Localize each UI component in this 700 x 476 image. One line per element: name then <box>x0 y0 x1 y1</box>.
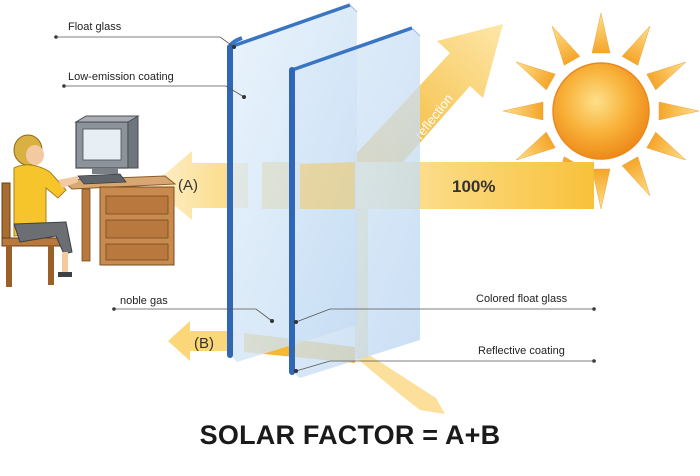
callout-float-glass: Float glass <box>54 21 236 49</box>
sun-icon <box>502 12 700 210</box>
callout-noble-gas: noble gas <box>112 295 274 323</box>
callout-colored-float-glass: Colored float glass <box>294 293 596 324</box>
float-glass-label: Float glass <box>68 21 122 33</box>
emitted-b-label: (B) <box>194 335 214 352</box>
noble-gas-label: noble gas <box>120 295 168 307</box>
colored-float-glass-label: Colored float glass <box>476 293 568 305</box>
person-at-computer-icon <box>1 115 177 287</box>
transmitted-a-label: (A) <box>178 177 198 194</box>
solar-factor-formula: SOLAR FACTOR = A+B <box>199 420 501 450</box>
callout-reflective-coating: Reflective coating <box>294 345 596 373</box>
colored-float-glass-pane <box>289 26 421 378</box>
transmitted-arrow-a: (A) <box>151 151 248 220</box>
low-emission-coating-label: Low-emission coating <box>68 71 174 83</box>
glass-pane-icon <box>227 3 421 378</box>
reflective-coating-label: Reflective coating <box>478 345 565 357</box>
callout-low-emission: Low-emission coating <box>62 71 246 99</box>
incoming-percent-label: 100% <box>452 177 495 196</box>
